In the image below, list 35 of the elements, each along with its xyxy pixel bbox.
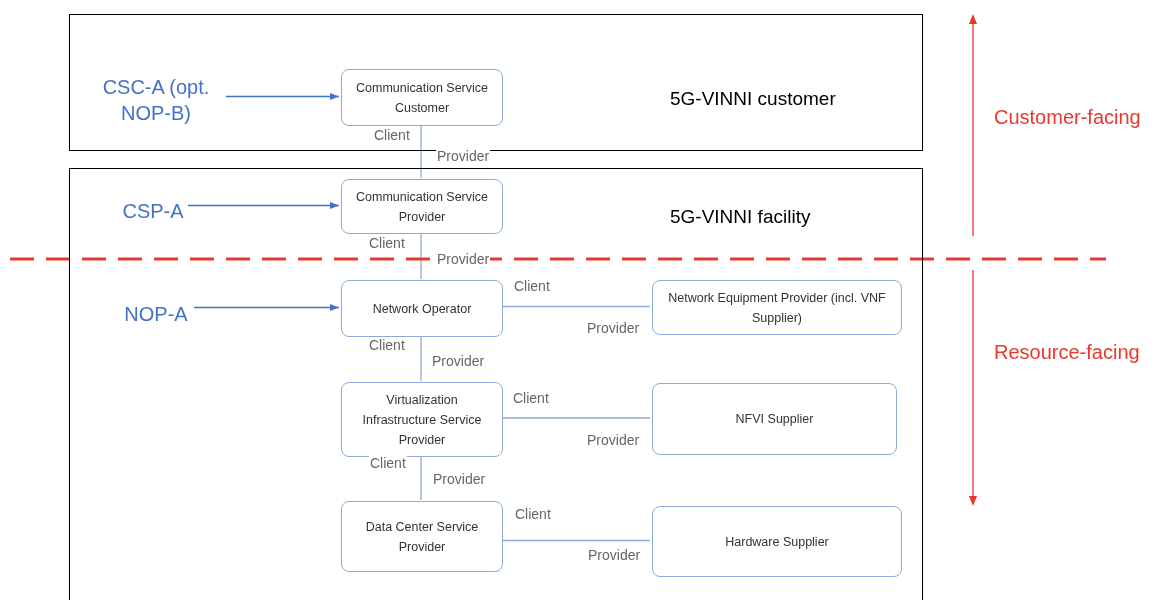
- box-label: Network Operator: [372, 300, 472, 318]
- box-label: Hardware Supplier: [725, 533, 829, 551]
- group-frame: [69, 14, 923, 151]
- box-label: Network Equipment Provider (incl. VNF Supplier): [667, 289, 887, 327]
- region-label: Customer-facing: [994, 105, 1141, 130]
- process-box: [652, 383, 897, 455]
- process-box: [341, 501, 503, 572]
- process-box: [341, 179, 503, 234]
- box-label: Virtualization Infrastructure Service Provider: [361, 391, 483, 449]
- box-label: Communication Service Provider: [355, 188, 489, 226]
- process-box: [341, 69, 503, 126]
- role-label: CSP-A: [117, 198, 189, 224]
- arrow: [225, 92, 340, 101]
- connector-line: [501, 417, 651, 419]
- region-label: Resource-facing: [994, 340, 1140, 365]
- group-frame: [69, 168, 923, 600]
- process-box: [652, 280, 902, 335]
- connector-line: [420, 124, 422, 179]
- role-label: CSC-A (opt. NOP-B): [85, 73, 227, 127]
- box-label: NFVI Supplier: [735, 411, 814, 428]
- arrow: [187, 201, 340, 210]
- group-title: 5G-VINNI facility: [670, 205, 811, 229]
- box-label: Data Center Service Provider: [364, 518, 480, 556]
- role-label: NOP-A: [117, 301, 195, 327]
- arrow: [193, 303, 340, 312]
- connector-line: [420, 455, 422, 501]
- box-label: Communication Service Customer: [355, 79, 489, 117]
- group-title: 5G-VINNI customer: [670, 87, 836, 111]
- connector-line: [420, 232, 422, 280]
- process-box: [341, 382, 503, 457]
- process-box: [652, 506, 902, 577]
- connector-line: [501, 305, 651, 308]
- process-box: [341, 280, 503, 337]
- connector-line: [501, 539, 651, 542]
- connector-line: [420, 335, 422, 382]
